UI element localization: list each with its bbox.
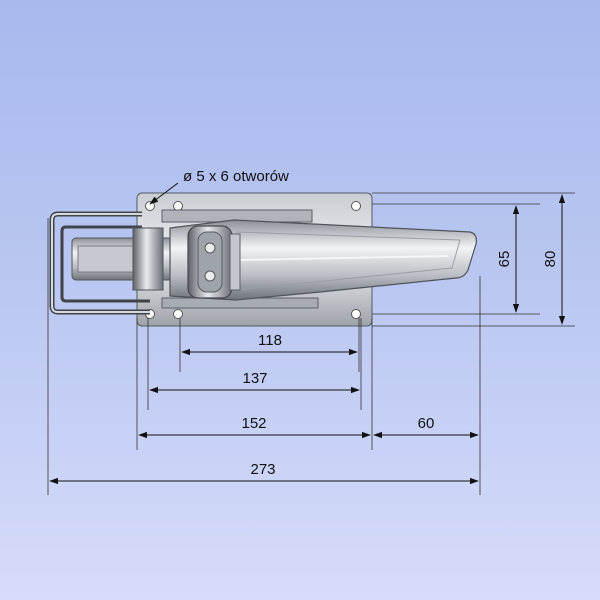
dim-label-65: 65	[496, 251, 513, 268]
holes-annotation: ø 5 x 6 otworów	[183, 168, 289, 185]
dim-label-152: 152	[241, 415, 266, 432]
mounting-hole	[173, 201, 183, 211]
mounting-hole	[173, 309, 183, 319]
extension-lines	[47, 192, 575, 495]
handle-arm	[169, 219, 477, 301]
dimension-lines	[49, 182, 566, 485]
holes-leader	[149, 182, 179, 205]
dim-label-60: 60	[418, 415, 435, 432]
mounting-hole	[145, 201, 155, 211]
dim-label-80: 80	[542, 251, 559, 268]
dim-label-137: 137	[242, 370, 267, 387]
dim-label-273: 273	[250, 461, 275, 478]
mounting-hole	[351, 309, 361, 319]
dim-label-118: 118	[258, 332, 282, 349]
latch-part	[49, 192, 477, 327]
guide-bracket	[132, 227, 164, 291]
hinge-pin	[204, 242, 216, 254]
mounting-hole	[351, 201, 361, 211]
